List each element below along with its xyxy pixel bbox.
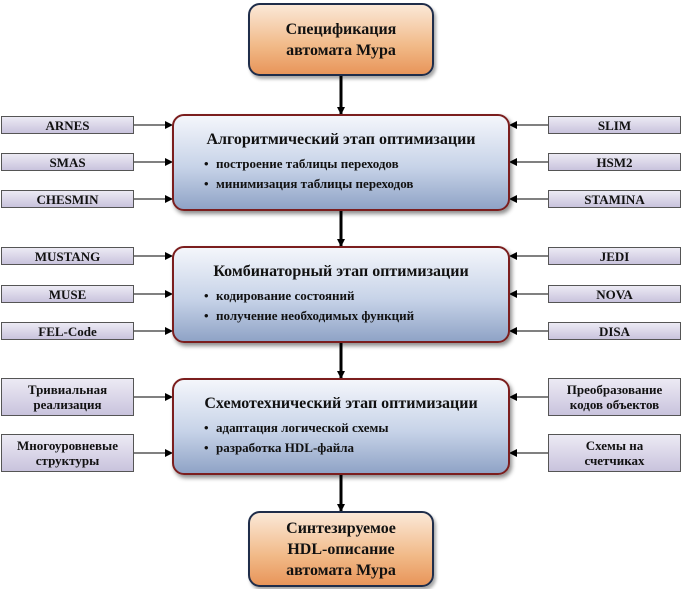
stage-combinatorial: Комбинаторный этап оптимизации •кодирова… — [172, 246, 510, 343]
tool-fel-code: FEL-Code — [1, 322, 134, 340]
tool-stamina: STAMINA — [548, 190, 681, 208]
tool-arnes: ARNES — [1, 116, 134, 134]
stage-bullets: •кодирование состояний •получение необхо… — [174, 286, 508, 326]
stage-algorithmic: Алгоритмический этап оптимизации •постро… — [172, 114, 510, 211]
bullet-glyph: • — [204, 176, 209, 191]
tool-slim: SLIM — [548, 116, 681, 134]
result-line2: HDL-описание — [287, 540, 395, 558]
tool-mustang: MUSTANG — [1, 247, 134, 265]
result-line1: Синтезируемое — [286, 519, 396, 537]
bullet-item: •адаптация логической схемы — [174, 418, 508, 438]
tool-nova: NOVA — [548, 285, 681, 303]
tool-jedi: JEDI — [548, 247, 681, 265]
result-line3: автомата Мура — [286, 561, 396, 579]
spec-line1: Спецификация — [285, 20, 397, 38]
bullet-item: •получение необходимых функций — [174, 306, 508, 326]
bullet-item: •разработка HDL-файла — [174, 438, 508, 458]
stage-bullets: •адаптация логической схемы •разработка … — [174, 418, 508, 458]
tool-muse: MUSE — [1, 285, 134, 303]
bullet-glyph: • — [204, 420, 209, 435]
tool-chesmin: CHESMIN — [1, 190, 134, 208]
stage-title: Схемотехнический этап оптимизации — [204, 395, 478, 412]
bullet-glyph: • — [204, 440, 209, 455]
spec-line2: автомата Мура — [286, 41, 396, 59]
stage-title: Алгоритмический этап оптимизации — [206, 131, 476, 148]
result-box: Синтезируемое HDL-описание автомата Мура — [248, 511, 434, 587]
bullet-item: •минимизация таблицы переходов — [174, 174, 508, 194]
bullet-item: •построение таблицы переходов — [174, 154, 508, 174]
tool-hsm2: HSM2 — [548, 153, 681, 171]
stage-bullets: •построение таблицы переходов •минимизац… — [174, 154, 508, 194]
stage-circuit: Схемотехнический этап оптимизации •адапт… — [172, 378, 510, 475]
bullet-glyph: • — [204, 308, 209, 323]
spec-box: Спецификация автомата Мура — [248, 3, 434, 76]
bullet-glyph: • — [204, 156, 209, 171]
tool-disa: DISA — [548, 322, 681, 340]
tool-smas: SMAS — [1, 153, 134, 171]
bullet-item: •кодирование состояний — [174, 286, 508, 306]
stage-title: Комбинаторный этап оптимизации — [213, 263, 469, 280]
bullet-glyph: • — [204, 288, 209, 303]
